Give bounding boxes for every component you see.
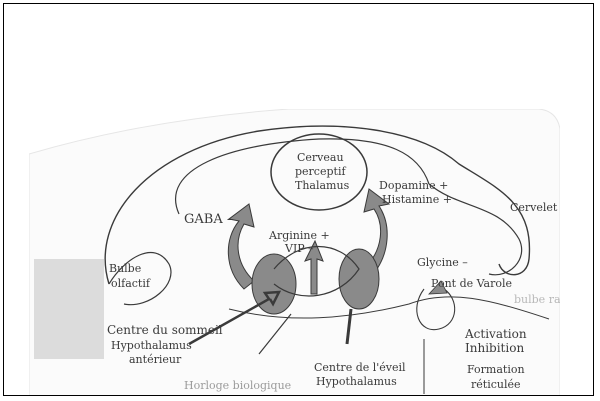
label-formation: Formation [467,363,525,376]
tape-strip [34,259,104,359]
scanned-diagram: Cerveau perceptif Thalamus GABA – Argini… [29,109,560,396]
wake-nucleus [339,249,379,309]
label-dopamine: Dopamine + [379,179,448,192]
label-cerveau: Cerveau [297,151,344,164]
label-bulbe-rach: bulbe ra [514,293,560,306]
brain-sleep-diagram: Cerveau perceptif Thalamus GABA – Argini… [29,109,560,396]
label-anterieur: antérieur [129,353,182,366]
label-hypo-post: Hypothalamus [316,375,397,388]
label-hypo-ant: Hypothalamus [111,339,192,352]
label-gaba: GABA – [184,212,233,227]
label-centre-sommeil: Centre du sommeil [107,323,223,337]
label-glycine: Glycine – [417,256,468,269]
label-vip: VIP – [284,242,314,255]
label-inhibition: Inhibition [465,341,524,355]
document-frame: Cerveau perceptif Thalamus GABA – Argini… [3,3,594,396]
label-thalamus: Thalamus [295,179,350,192]
label-pont: Pont de Varole [431,277,512,290]
label-horloge: Horloge biologique [184,379,291,392]
label-arginine: Arginine + [268,229,330,242]
label-activation: Activation [464,327,527,341]
label-cervelet: Cervelet [510,201,558,214]
label-reticulee: réticulée [471,378,521,391]
label-histamine: Histamine + [382,193,452,206]
label-centre-eveil: Centre de l'éveil [314,361,406,374]
label-olfactif: olfactif [111,277,151,290]
label-bulbe: Bulbe [109,262,141,275]
label-perceptif: perceptif [295,165,346,178]
